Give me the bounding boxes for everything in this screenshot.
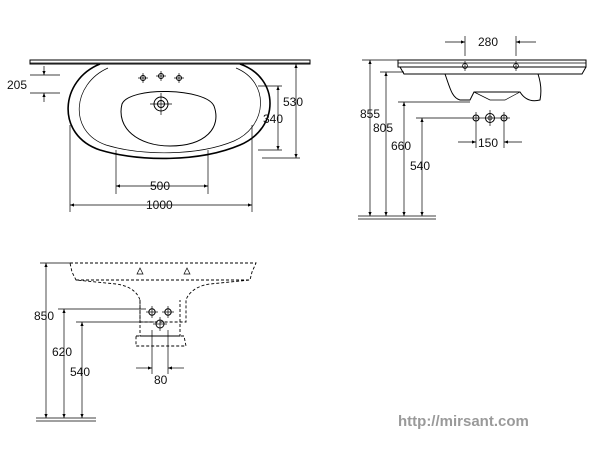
side-view: 280 855 805 660 540 — [358, 35, 587, 220]
side-valves — [470, 110, 510, 126]
dim-80: 80 — [136, 330, 184, 387]
side-floor — [358, 215, 436, 220]
basin-rim-outline — [78, 67, 261, 154]
dim-1000: 1000 — [69, 125, 253, 212]
dim-540-pedestal-label: 540 — [70, 365, 90, 379]
dim-540-side-label: 540 — [410, 159, 430, 173]
dim-500: 500 — [115, 150, 209, 194]
dim-620: 620 — [52, 308, 146, 418]
dim-340: 340 — [258, 85, 283, 151]
basin-bowl-outline — [120, 90, 217, 147]
dim-150-label: 150 — [478, 136, 498, 150]
dim-660-label: 660 — [391, 139, 411, 153]
dim-340-label: 340 — [263, 112, 283, 126]
dim-150: 150 — [458, 124, 522, 150]
top-view: 205 530 340 500 1000 — [7, 59, 311, 212]
pedestal-tap-holes — [136, 267, 191, 275]
dim-540-side: 540 — [410, 117, 470, 216]
pedestal-view: 850 620 540 80 — [34, 262, 257, 422]
dim-205-label: 205 — [7, 78, 27, 92]
tap-holes-top — [138, 71, 184, 83]
dim-500-label: 500 — [150, 179, 170, 193]
dim-280-label: 280 — [478, 35, 498, 49]
dim-80-label: 80 — [154, 373, 168, 387]
dim-530: 530 — [262, 63, 303, 159]
top-wall — [29, 59, 311, 65]
dim-850: 850 — [34, 262, 70, 418]
watermark: http://mirsant.com — [398, 413, 529, 430]
dim-855: 855 — [360, 59, 398, 216]
dim-850-label: 850 — [34, 309, 54, 323]
pedestal-valves — [146, 306, 174, 331]
pedestal-floor — [36, 417, 96, 422]
dim-280: 280 — [445, 35, 536, 56]
side-basin-profile — [397, 59, 587, 102]
dim-540-pedestal: 540 — [70, 321, 154, 418]
dim-855-label: 855 — [360, 107, 380, 121]
dim-1000-label: 1000 — [146, 198, 173, 212]
dim-530-label: 530 — [283, 95, 303, 109]
dim-660: 660 — [391, 101, 470, 216]
pedestal-foot-dashed — [135, 335, 187, 347]
dim-805-label: 805 — [373, 121, 393, 135]
dim-805: 805 — [373, 71, 404, 216]
drain — [150, 93, 172, 115]
pedestal-column-dashed — [139, 300, 181, 337]
dim-205: 205 — [7, 66, 60, 102]
basin-outer-outline — [67, 63, 271, 160]
pedestal-basin-dashed — [69, 262, 257, 323]
dim-620-label: 620 — [52, 345, 72, 359]
